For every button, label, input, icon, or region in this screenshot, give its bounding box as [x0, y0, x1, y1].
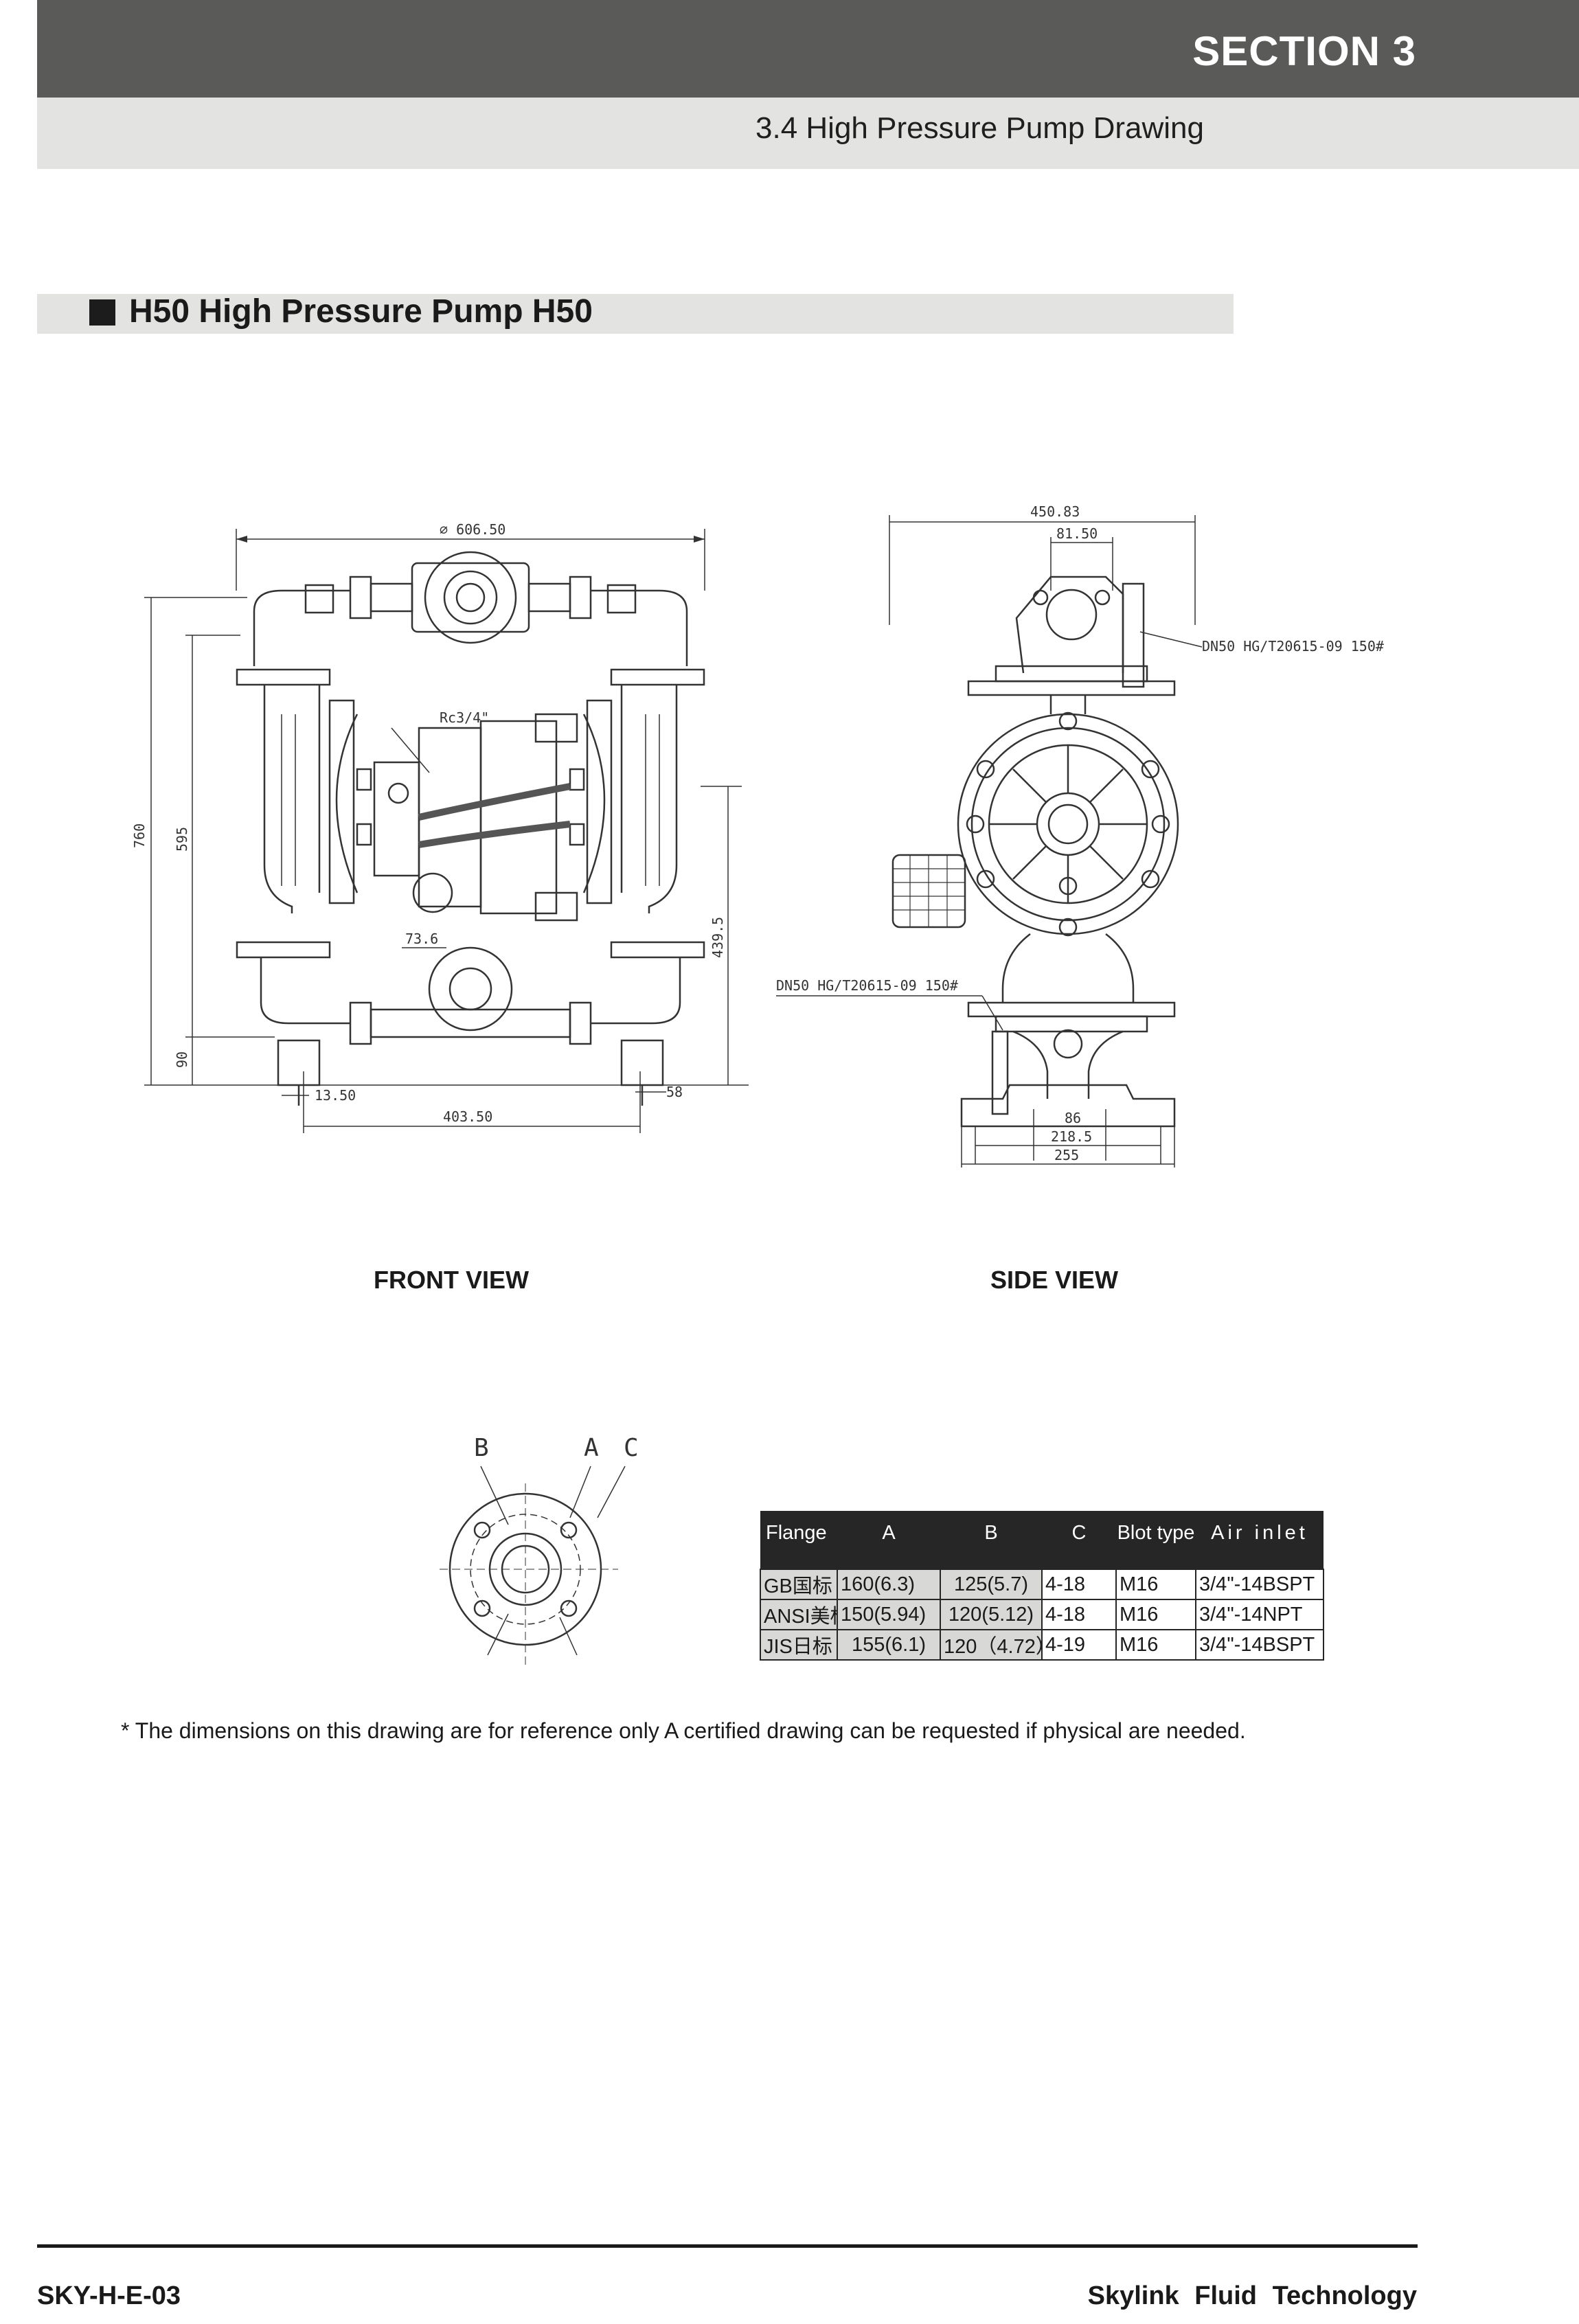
table-cell: JIS日标: [760, 1629, 838, 1661]
side-view-label: SIDE VIEW: [990, 1266, 1119, 1294]
table-row: ANSI美标 150(5.94) 120(5.12) 4-18 M16 3/4"…: [760, 1599, 1324, 1630]
flange-label-c: C: [624, 1434, 639, 1462]
table-cell: 3/4"-14BSPT: [1195, 1629, 1324, 1661]
table-cell: 3/4"-14NPT: [1195, 1599, 1324, 1630]
table-row: GB国标 160(6.3) 125(5.7) 4-18 M16 3/4"-14B…: [760, 1569, 1324, 1600]
side-view-drawing: 450.83 81.50 DN50 HG/T20615-09 150#: [776, 503, 1384, 1167]
product-heading-bar: [37, 294, 1234, 334]
table-cell: 120（4.72）: [940, 1629, 1043, 1661]
reference-note: * The dimensions on this drawing are for…: [121, 1718, 1246, 1743]
table-cell: 3/4"-14BSPT: [1195, 1569, 1324, 1600]
table-cell: M16: [1115, 1629, 1196, 1661]
dim-height-439: 439.5: [709, 917, 726, 958]
dim-rc-port: Rc3/4": [440, 709, 489, 726]
dim-flange-top: DN50 HG/T20615-09 150#: [1202, 638, 1384, 654]
table-row: JIS日标 155(6.1) 120（4.72） 4-19 M16 3/4"-1…: [760, 1629, 1324, 1661]
document-code: SKY-H-E-03: [37, 2281, 181, 2310]
flange-label-b: B: [474, 1434, 489, 1462]
table-cell: GB国标: [760, 1569, 838, 1600]
table-header: B: [940, 1511, 1042, 1555]
table-cell: 120(5.12): [940, 1599, 1043, 1630]
page-subtitle: 3.4 High Pressure Pump Drawing: [756, 111, 1204, 145]
table-cell: M16: [1115, 1569, 1196, 1600]
section-title: SECTION 3: [1192, 28, 1416, 74]
table-cell: ANSI美标: [760, 1599, 838, 1630]
dim-height-595: 595: [174, 827, 190, 852]
table-header: Blot type: [1116, 1511, 1196, 1555]
dim-width-13: 13.50: [315, 1087, 356, 1104]
table-header: C: [1042, 1511, 1116, 1555]
table-header: Flange: [760, 1511, 837, 1555]
dim-width-255: 255: [1054, 1147, 1079, 1163]
dim-height-90: 90: [174, 1051, 190, 1068]
dim-flange-bottom: DN50 HG/T20615-09 150#: [776, 977, 958, 994]
table-header-row: Flange A B C Blot type Air inlet: [760, 1511, 1324, 1555]
heading-bullet-icon: [89, 299, 115, 326]
subtitle-bar: [37, 98, 1579, 169]
table-cell: 125(5.7): [940, 1569, 1043, 1600]
table-cell: 4-19: [1041, 1629, 1117, 1661]
table-cell: M16: [1115, 1599, 1196, 1630]
dim-width-450: 450.83: [1030, 503, 1080, 520]
table-cell: 4-18: [1041, 1569, 1117, 1600]
table-cell: 150(5.94): [837, 1599, 941, 1630]
flange-diagram: B A C: [440, 1434, 639, 1665]
company-name: Skylink Fluid Technology: [1087, 2281, 1417, 2310]
table-header: Air inlet: [1196, 1511, 1324, 1555]
dim-width-86: 86: [1065, 1110, 1081, 1126]
table-cell: 4-18: [1041, 1599, 1117, 1630]
flange-label-a: A: [584, 1434, 599, 1462]
dim-height-760: 760: [131, 823, 148, 848]
table-header-spacer: [760, 1555, 1324, 1569]
table-header: A: [837, 1511, 940, 1555]
section-header-bar: [37, 0, 1579, 98]
dim-width-81: 81.50: [1056, 525, 1098, 542]
front-view-label: FRONT VIEW: [374, 1266, 529, 1294]
product-heading: H50 High Pressure Pump H50: [129, 293, 593, 330]
dim-width-403: 403.50: [443, 1108, 492, 1125]
dim-width-218: 218.5: [1051, 1128, 1092, 1145]
dim-top-width: ∅ 606.50: [440, 521, 505, 538]
table-cell: 155(6.1): [837, 1629, 941, 1661]
flange-spec-table: Flange A B C Blot type Air inlet GB国标 16…: [760, 1511, 1324, 1661]
table-cell: 160(6.3): [837, 1569, 941, 1600]
footer-rule: [37, 2244, 1418, 2248]
dim-width-58: 58: [666, 1084, 683, 1100]
dim-width-73: 73.6: [405, 931, 438, 947]
front-view-drawing: ∅ 606.50 Rc3/4": [131, 521, 749, 1133]
